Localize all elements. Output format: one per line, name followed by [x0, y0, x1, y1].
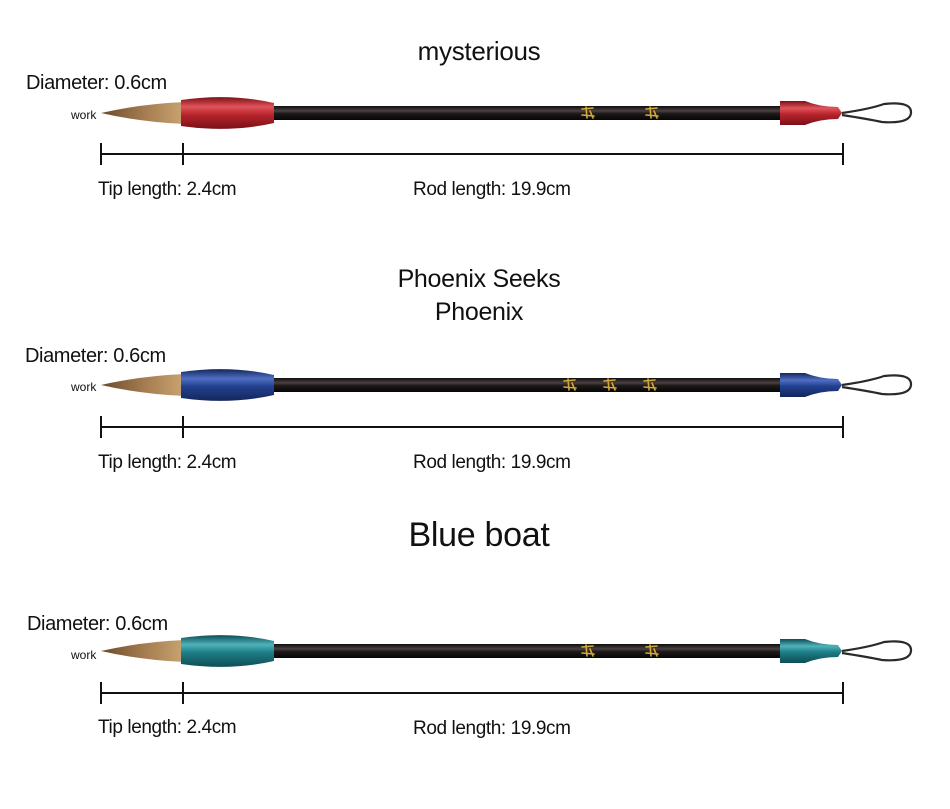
- length-measure-bar: [100, 682, 844, 704]
- brush-title-line1: Phoenix Seeks: [397, 265, 561, 293]
- diameter-label: Diameter: 0.6cm: [26, 72, 167, 94]
- diameter-label: Diameter: 0.6cm: [27, 613, 168, 635]
- gold-calligraphy-glyph: [645, 644, 659, 657]
- brush-illustration: [101, 635, 913, 667]
- rod-length-label: Rod length: 19.9cm: [413, 718, 571, 739]
- length-measure-bar: [100, 143, 844, 165]
- brush-rod: [274, 106, 782, 120]
- rod-length-label: Rod length: 19.9cm: [413, 452, 571, 473]
- brush-grip: [181, 97, 274, 129]
- tip-length-label: Tip length: 2.4cm: [98, 179, 237, 200]
- brush-end-cap: [780, 373, 842, 397]
- hanging-loop: [841, 374, 913, 396]
- work-label: work: [71, 648, 97, 662]
- brush-end-cap: [780, 101, 842, 125]
- brush-illustration: [101, 369, 913, 401]
- brush-title: mysterious: [417, 36, 541, 66]
- gold-calligraphy-glyph: [581, 644, 595, 657]
- tip-length-label: Tip length: 2.4cm: [98, 717, 237, 738]
- work-label: work: [71, 108, 97, 122]
- work-label: work: [71, 380, 97, 394]
- tip-length-label: Tip length: 2.4cm: [98, 452, 237, 473]
- brush-illustration: [101, 97, 913, 129]
- gold-calligraphy-glyph: [581, 106, 595, 119]
- brush-rod: [274, 644, 782, 658]
- brush-tip: [101, 102, 184, 124]
- brush-title-line2: Phoenix: [434, 298, 524, 326]
- brush-rod: [274, 378, 782, 392]
- brush-grip: [181, 635, 274, 667]
- gold-calligraphy-glyph: [643, 378, 657, 391]
- diameter-label: Diameter: 0.6cm: [25, 345, 166, 367]
- gold-calligraphy-glyph: [563, 378, 577, 391]
- gold-calligraphy-glyph: [603, 378, 617, 391]
- brush-tip: [101, 374, 184, 396]
- brush-tip: [101, 640, 184, 662]
- hanging-loop: [841, 640, 913, 662]
- rod-length-label: Rod length: 19.9cm: [413, 179, 571, 200]
- brush-end-cap: [780, 639, 842, 663]
- hanging-loop: [841, 102, 913, 124]
- gold-calligraphy-glyph: [645, 106, 659, 119]
- brush-title: Blue boat: [408, 516, 550, 554]
- length-measure-bar: [100, 416, 844, 438]
- brush-grip: [181, 369, 274, 401]
